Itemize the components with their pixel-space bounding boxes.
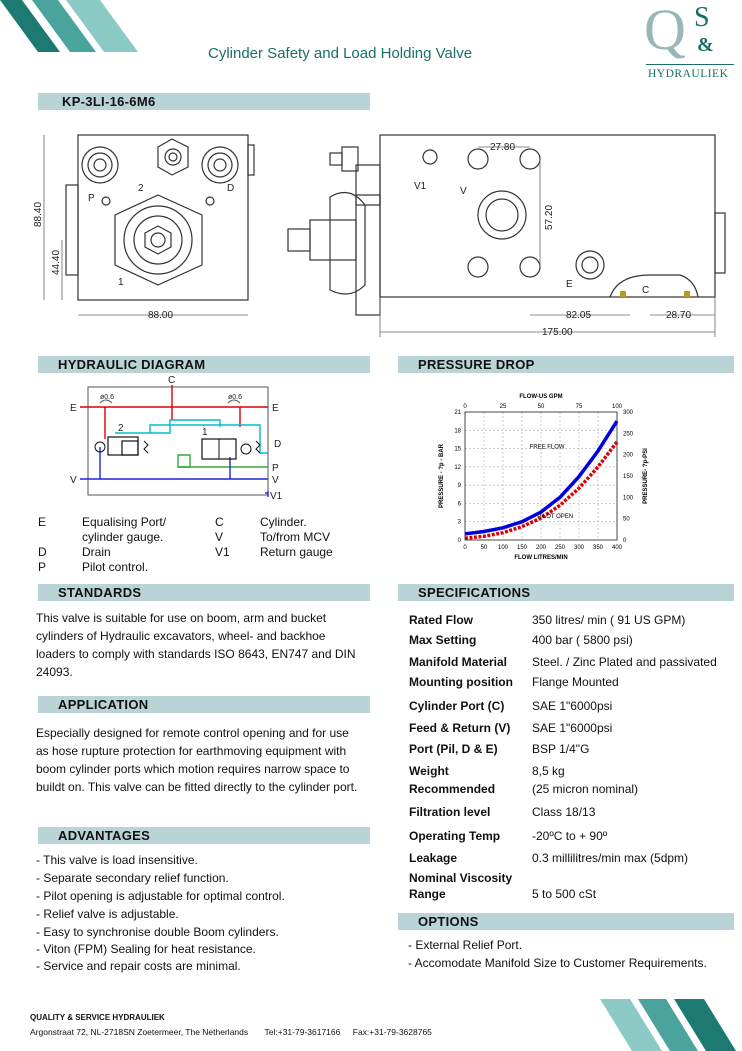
series-line-pilot-open (464, 440, 619, 540)
list-item: - Viton (FPM) Sealing for heat resistanc… (36, 942, 256, 956)
svg-text:2: 2 (138, 183, 144, 194)
y-tick-label: 3 (458, 520, 462, 526)
y-tick-label: 18 (454, 428, 461, 434)
svg-text:88.00: 88.00 (148, 310, 173, 321)
list-item: - Service and repair costs are minimal. (36, 959, 241, 973)
x-tick-label: 250 (555, 545, 566, 551)
section-pressure: PRESSURE DROP (398, 356, 734, 373)
y2-tick-label: 50 (623, 517, 630, 523)
svg-text:E: E (566, 279, 573, 290)
y-tick-label: 12 (454, 465, 461, 471)
y2-tick-label: 0 (623, 538, 627, 544)
list-item: - External Relief Port. (408, 938, 523, 952)
y2-tick-label: 100 (623, 495, 634, 501)
footer-company: QUALITY & SERVICE HYDRAULIEK (30, 1013, 165, 1022)
section-options: OPTIONS (398, 913, 734, 930)
technical-drawing: 88.40 44.40 88.00 27.80 57.20 82.05 28.7… (33, 134, 726, 338)
svg-text:1: 1 (202, 427, 208, 438)
svg-text:1: 1 (118, 277, 124, 288)
application-text: Especially designed for remote control o… (36, 726, 358, 794)
x-tick-label: 0 (463, 545, 467, 551)
x2-tick-label: 50 (538, 404, 545, 410)
svg-text:P: P (88, 193, 95, 204)
header-stripes (0, 0, 138, 52)
y-axis-label: PRESSURE - ?p - BAR (439, 443, 445, 508)
plot-frame (464, 411, 618, 541)
svg-text:ø0.6: ø0.6 (228, 394, 242, 401)
svg-text:V1: V1 (414, 181, 427, 192)
svg-text:V: V (272, 475, 279, 486)
svg-text:57.20: 57.20 (544, 205, 555, 230)
footer-address: Argonstraat 72, NL-2718SN Zoetermeer, Th… (30, 1027, 249, 1037)
svg-text:28.70: 28.70 (666, 310, 691, 321)
x-tick-label: 400 (612, 545, 623, 551)
series-label-free-flow: FREE FLOW (530, 445, 565, 451)
y2-axis-label: PRESSURE- ?p-PSI (643, 448, 649, 504)
footer-tel: Tel:+31-79-3617166 (264, 1027, 341, 1037)
y2-tick-label: 150 (623, 474, 634, 480)
list-item: - This valve is load insensitive. (36, 853, 198, 867)
x-tick-label: 100 (498, 545, 509, 551)
list-item: - Separate secondary relief function. (36, 871, 229, 885)
list-item: - Accomodate Manifold Size to Customer R… (408, 956, 707, 970)
y-tick-label: 21 (454, 410, 461, 416)
svg-text:D: D (227, 183, 234, 194)
page-title: Cylinder Safety and Load Holding Valve (208, 45, 473, 62)
section-hydraulic: HYDRAULIC DIAGRAM (38, 356, 370, 373)
x2-tick-label: 100 (612, 404, 623, 410)
y2-tick-label: 250 (623, 431, 634, 437)
x2-tick-label: 25 (500, 404, 507, 410)
svg-text:D: D (274, 439, 281, 450)
footer-fax: Fax:+31-79-3628765 (352, 1027, 432, 1037)
svg-text:27.80: 27.80 (490, 142, 515, 153)
section-advantages: ADVANTAGES (38, 827, 370, 844)
svg-text:E: E (272, 403, 279, 414)
y2-tick-label: 200 (623, 453, 634, 459)
x2-axis-label: FLOW-US GPM (519, 394, 562, 400)
svg-text:88.40: 88.40 (33, 202, 44, 227)
model-number: KP-3LI-16-6M6 (62, 94, 156, 109)
svg-text:ø0.6: ø0.6 (100, 394, 114, 401)
svg-text:82.05: 82.05 (566, 310, 591, 321)
x-tick-label: 350 (593, 545, 604, 551)
y-tick-label: 0 (458, 538, 462, 544)
y-tick-label: 9 (458, 483, 462, 489)
svg-text:V: V (460, 186, 467, 197)
svg-text:E: E (70, 403, 77, 414)
svg-text:C: C (168, 375, 175, 386)
svg-text:44.40: 44.40 (51, 250, 62, 275)
series-label-pilot-open: PILOT OPEN (537, 514, 573, 520)
svg-text:C: C (642, 285, 649, 296)
y-tick-label: 15 (454, 447, 461, 453)
svg-text:V1: V1 (270, 491, 283, 502)
x2-tick-label: 75 (576, 404, 583, 410)
svg-text:V: V (70, 475, 77, 486)
standards-text: This valve is suitable for use on boom, … (36, 611, 356, 679)
x-tick-label: 300 (574, 545, 585, 551)
svg-text:2: 2 (118, 423, 124, 434)
svg-text:175.00: 175.00 (542, 327, 573, 338)
series-line-free-flow (464, 420, 619, 536)
x-axis-label: FLOW LITRES/MIN (514, 555, 567, 561)
list-item: - Pilot opening is adjustable for optima… (36, 889, 285, 903)
x2-tick-label: 0 (463, 404, 467, 410)
hydraulic-diagram: C E E 2 1 D P V V V1 ø0.6 ø0.6 (70, 375, 283, 502)
list-item: - Relief valve is adjustable. (36, 907, 179, 921)
svg-text:P: P (272, 463, 279, 474)
y-tick-label: 6 (458, 501, 462, 507)
list-item: - Easy to synchronise double Boom cylind… (36, 925, 279, 939)
footer-stripes (600, 999, 736, 1051)
x-tick-label: 50 (481, 545, 488, 551)
x-tick-label: 200 (536, 545, 547, 551)
company-logo: Q S & HYDRAULIEK (642, 0, 737, 92)
section-application: APPLICATION (38, 696, 370, 713)
section-standards: STANDARDS (38, 584, 370, 601)
model-bar: KP-3LI-16-6M6 (38, 93, 370, 110)
footer-address-line: Argonstraat 72, NL-2718SN Zoetermeer, Th… (30, 1027, 432, 1037)
section-specifications: SPECIFICATIONS (398, 584, 734, 601)
y2-tick-label: 300 (623, 410, 634, 416)
x-tick-label: 150 (517, 545, 528, 551)
